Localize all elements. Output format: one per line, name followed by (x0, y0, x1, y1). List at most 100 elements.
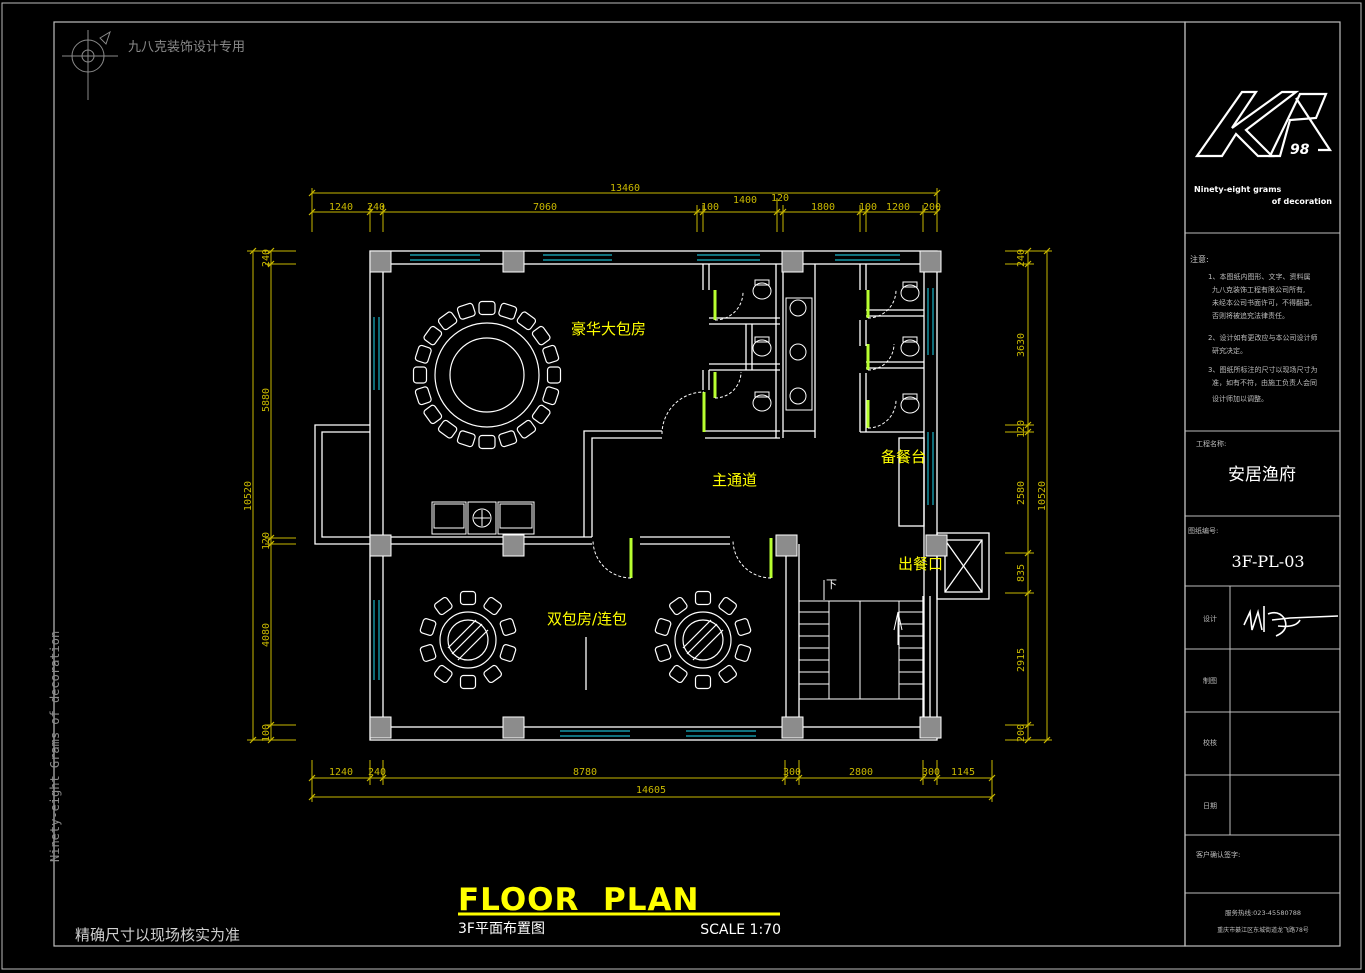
chair (478, 434, 496, 450)
dim-right-2: 120 (1016, 420, 1027, 438)
chair (669, 664, 688, 684)
chair (414, 344, 432, 364)
dimension-ticks (249, 189, 1051, 801)
company-address: 重庆市綦江区东城街道龙飞路78号 (1217, 926, 1309, 934)
chair (718, 596, 737, 616)
chair (531, 325, 551, 346)
dim-bottom-1: 240 (368, 767, 386, 778)
chair (734, 618, 752, 636)
chair (542, 386, 560, 406)
chair (478, 300, 496, 316)
dim-left-total: 10520 (243, 481, 254, 511)
dim-right-3: 2580 (1016, 481, 1027, 505)
label-serving-window: 出餐口 (898, 555, 943, 573)
chair (516, 419, 537, 439)
chair (459, 674, 477, 690)
chair (498, 430, 518, 448)
chair (434, 664, 453, 684)
chair (669, 596, 688, 616)
chair (483, 664, 502, 684)
note-line: 否则将被追究法律责任。 (1212, 311, 1289, 320)
dim-top-8: 1200 (886, 202, 910, 213)
floor-plan-subtitle: 3F平面布置图 (458, 921, 545, 937)
notes-list: 1、本图纸内图形、文字、资料属 九八克装饰工程有限公司所有, 未经本公司书面许可… (1208, 272, 1317, 403)
drawing-number: 3F-PL-03 (1231, 552, 1304, 571)
dim-right-0: 240 (1016, 249, 1027, 267)
project-name: 安居渔府 (1228, 465, 1296, 485)
dim-bottom-5: 300 (922, 767, 940, 778)
dim-top-1: 240 (367, 202, 385, 213)
title-block-frame (1184, 21, 1341, 947)
chair (542, 344, 560, 364)
check-label: 校核 (1203, 738, 1217, 747)
label-double-room: 双包房/连包 (547, 610, 627, 628)
chair (694, 674, 712, 690)
design-label: 设计 (1203, 614, 1217, 623)
chair (516, 311, 537, 331)
dim-bottom-4: 2800 (849, 767, 873, 778)
floor-plan-title: FLOOR PLAN (458, 882, 699, 918)
note-line: 设计师加以调整。 (1212, 394, 1268, 403)
chair (437, 311, 458, 331)
chair (718, 664, 737, 684)
dim-right-5: 2915 (1016, 648, 1027, 672)
columns (369, 250, 948, 739)
chair (423, 325, 443, 346)
note-line: 1、本图纸内图形、文字、资料属 (1208, 272, 1310, 281)
chair (654, 618, 672, 636)
dim-top-6: 1800 (811, 202, 835, 213)
label-prep-counter: 备餐台 (881, 448, 926, 466)
dim-right-1: 3630 (1016, 333, 1027, 357)
toilet-fixtures (752, 279, 920, 414)
chair (414, 386, 432, 406)
chair (498, 302, 518, 320)
bottom-note: 精确尺寸以现场核实为准 (75, 926, 240, 944)
dim-left-1: 5880 (261, 388, 272, 412)
luxury-dining-table (412, 300, 562, 450)
chair (412, 366, 428, 384)
note-line: 2、设计如有更改应与本公司设计师 (1208, 333, 1317, 342)
chair (694, 590, 712, 606)
dim-left-4: 100 (261, 724, 272, 742)
note-line: 未经本公司书面许可，不得翻录, (1212, 298, 1312, 307)
dim-top-2: 7060 (533, 202, 557, 213)
chair (531, 404, 551, 425)
dim-left-2: 120 (261, 532, 272, 550)
windows (373, 254, 934, 737)
dim-bottom-total: 14605 (636, 785, 666, 796)
watermark-company: 九八克装饰设计专用 (128, 40, 245, 55)
note-line: 研究决定。 (1212, 346, 1247, 355)
compass-logo-icon (62, 30, 118, 100)
note-line: 准，如有不符，由施工负责人会同 (1212, 378, 1317, 387)
date-label: 日期 (1203, 802, 1217, 810)
chair (434, 596, 453, 616)
label-corridor: 主通道 (712, 471, 757, 489)
service-hotline: 服务热线:023-45580788 (1225, 908, 1301, 917)
chair (499, 618, 517, 636)
title-block-dividers (1185, 232, 1340, 894)
dim-bottom-3: 300 (783, 767, 801, 778)
client-sign-label: 客户确认签字: (1196, 850, 1240, 859)
dimension-text: 13460 1240 240 7060 100 1400 120 1800 10… (243, 183, 1048, 796)
chair (483, 596, 502, 616)
draw-label: 制图 (1203, 676, 1217, 685)
designer-signature (1243, 606, 1339, 637)
dim-left-0: 240 (261, 249, 272, 267)
dim-bottom-0: 1240 (329, 767, 353, 778)
dim-top-0: 1240 (329, 202, 353, 213)
chair (437, 419, 458, 439)
dim-right-4: 835 (1016, 564, 1027, 582)
dimension-lines (247, 188, 1052, 802)
dining-table-left (419, 590, 517, 690)
chair (419, 644, 437, 662)
dim-top-4: 1400 (733, 195, 757, 206)
logo-number: 98 (1290, 142, 1310, 158)
label-luxury-room: 豪华大包房 (571, 320, 646, 338)
chair (546, 366, 562, 384)
chair (456, 430, 476, 448)
doors (592, 289, 897, 579)
company-logo-icon (1194, 90, 1333, 158)
drawing-no-label: 图纸编号: (1188, 526, 1218, 535)
dim-left-3: 4080 (261, 623, 272, 647)
